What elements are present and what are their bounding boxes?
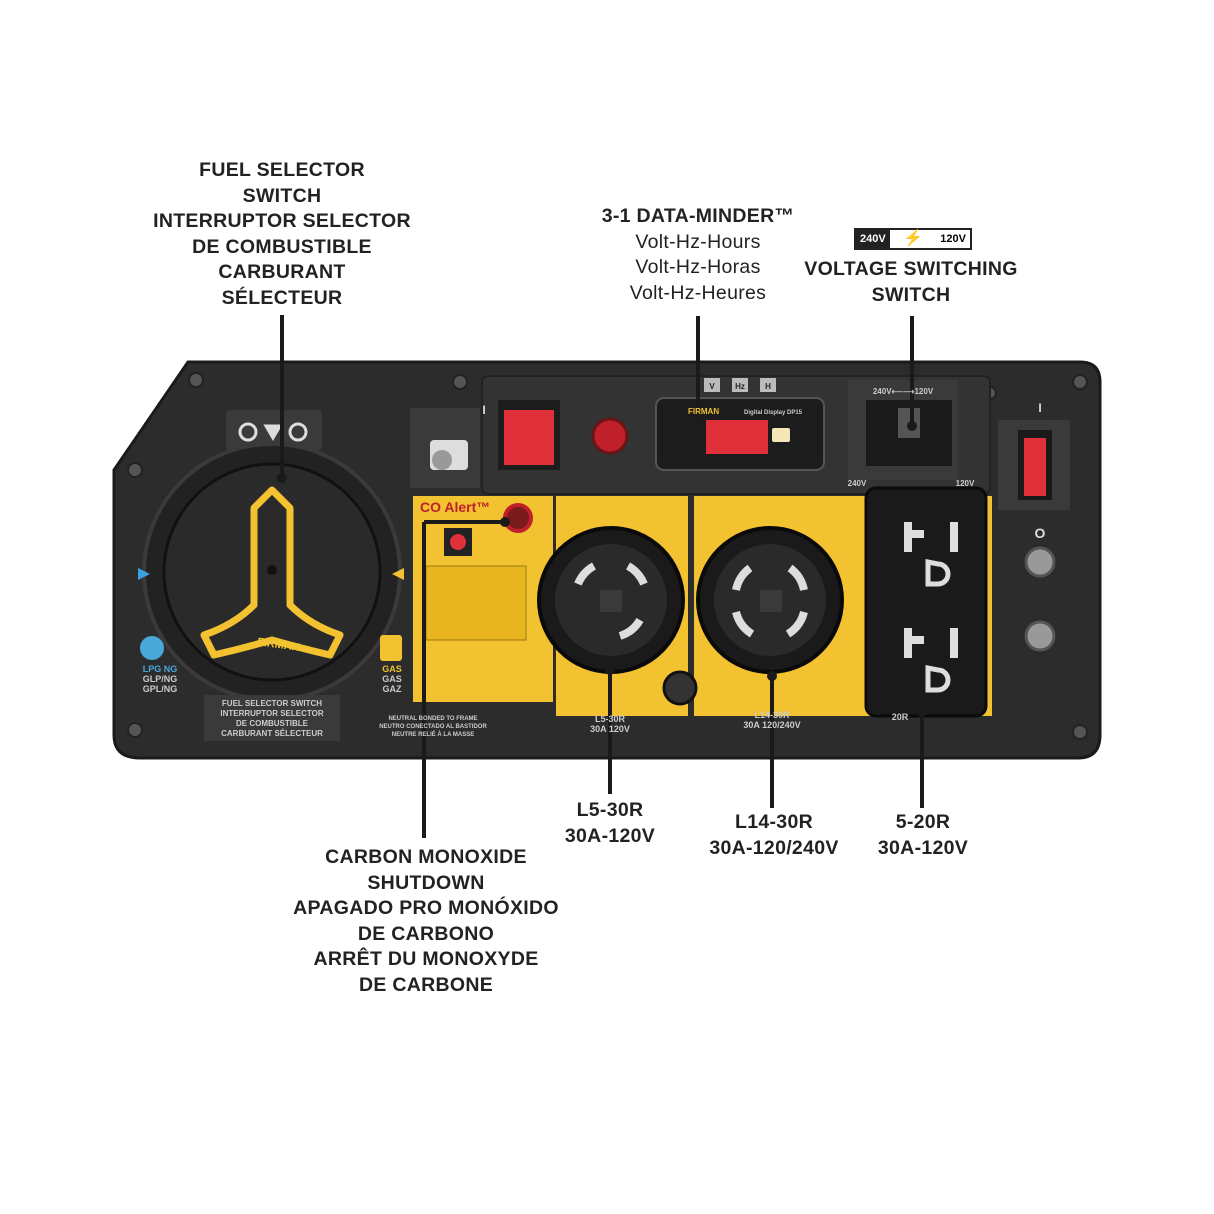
callout-line: VOLTAGE SWITCHING (804, 258, 1018, 280)
data-minder-callout: 3-1 DATA-MINDER™ Volt-Hz-Hours Volt-Hz-H… (578, 204, 818, 306)
callout-line: Volt-Hz-Heures (629, 281, 767, 304)
lpg-icon (140, 636, 164, 660)
l5-30r-slots (574, 562, 648, 640)
callout-line: ARRÊT DU MONOXYDE (313, 948, 539, 970)
callout-line: DE CARBONE (358, 973, 494, 996)
fuel-knob-pointer (200, 486, 344, 659)
main-switch-on-label: I (1038, 401, 1041, 415)
callout-line: CARBON MONOXIDE (325, 846, 527, 868)
start-on-label: I (482, 403, 485, 417)
callout-line: DE CARBONO (357, 922, 495, 945)
warning-light (591, 417, 629, 455)
5-20r-callout: 5-20R 30A-120V (858, 810, 988, 861)
callout-line: L14-30R (735, 811, 813, 833)
l14-30r-callout: L14-30R 30A-120/240V (692, 810, 856, 861)
callout-line: APAGADO PRO MONÓXIDO (293, 897, 559, 919)
data-minder-screen (706, 420, 768, 454)
main-switch-off-label: O (1035, 525, 1046, 541)
outlet-l14-label-2: 30A 120/240V (743, 720, 800, 730)
callout-line: Volt-Hz-Horas (635, 256, 761, 278)
display-key-v: V (709, 382, 715, 391)
display-keys (704, 378, 776, 392)
lpg-label: LPG NG (143, 664, 178, 674)
leader-lines (280, 315, 924, 838)
knob-brand: FIRMAN (256, 636, 300, 654)
voltage-badge-left: 240V (856, 230, 890, 248)
gas-sub-2: GAZ (383, 684, 403, 694)
callout-line: 30A-120V (564, 824, 656, 847)
callout-line: FUEL SELECTOR (199, 159, 365, 181)
display-mode-button[interactable] (772, 428, 790, 442)
left-arrow-icon (138, 568, 150, 580)
right-arrow-icon (392, 568, 404, 580)
gas-can-icon (380, 635, 402, 661)
voltage-badge: 240V ⚡ 120V (854, 228, 972, 250)
callout-line: DE COMBUSTIBLE (192, 235, 372, 258)
callout-line: SWITCH (871, 283, 951, 306)
voltage-switch-callout: VOLTAGE SWITCHING SWITCH (786, 257, 1036, 308)
l5-30r-callout: L5-30R 30A-120V (540, 798, 680, 849)
outlet-l5-label-2: 30A 120V (590, 724, 630, 734)
lpg-sub-1: GLP/NG (143, 674, 178, 684)
display-sub: Digital Display DP15 (744, 410, 803, 416)
neutral-text-2: NEUTRO CONECTADO AL BASTIDOR (379, 724, 487, 730)
main-power-switch[interactable] (1024, 438, 1046, 496)
co-alert-title: CO Alert™ (420, 499, 490, 515)
callout-line: INTERRUPTOR SELECTOR (153, 210, 411, 232)
outlet-520-label: 20R (892, 712, 909, 722)
reset-button-2[interactable] (1024, 620, 1056, 652)
gas-label: GAS (382, 664, 402, 674)
fuel-selector-plate (204, 695, 340, 741)
fuel-plate-line-4: CARBURANT SÉLECTEUR (221, 729, 323, 738)
callout-line: 5-20R (895, 811, 951, 833)
switch-left-label: 240V (848, 479, 867, 488)
co-alert-light (503, 503, 533, 533)
callout-line: CARBURANT (218, 261, 346, 283)
ground-bolt (662, 670, 698, 706)
callout-line: 30A-120/240V (709, 836, 839, 859)
callout-title: 3-1 DATA-MINDER™ (601, 205, 795, 227)
5-20r-slots (904, 522, 958, 658)
display-key-h: H (765, 382, 771, 391)
lightning-icon: ⚡ (903, 230, 923, 247)
lpg-sub-2: GPL/NG (143, 684, 178, 694)
fuel-selector-callout: FUEL SELECTOR SWITCH INTERRUPTOR SELECTO… (142, 158, 422, 311)
display-brand: FIRMAN (688, 407, 719, 416)
neutral-text-1: NEUTRAL BONDED TO FRAME (388, 716, 477, 722)
reset-button-1[interactable] (1024, 546, 1056, 578)
switch-right-label: 120V (956, 479, 975, 488)
callout-line: Volt-Hz-Hours (635, 230, 761, 253)
engine-icon (430, 440, 468, 470)
callout-line: SÉLECTEUR (221, 286, 343, 309)
co-shutdown-callout: CARBON MONOXIDE SHUTDOWN APAGADO PRO MON… (276, 845, 576, 998)
callout-line: SHUTDOWN (367, 871, 485, 894)
neutral-text-3: NEUTRE RELIÉ À LA MASSE (392, 730, 474, 738)
gas-sub-1: GAS (382, 674, 402, 684)
callout-line: L5-30R (576, 799, 644, 821)
outlet-l5-label-1: L5-30R (595, 714, 626, 724)
display-key-hz: Hz (735, 382, 745, 391)
leader-dots (277, 409, 927, 717)
fuel-icons (238, 422, 308, 442)
outlet-l14-label-1: L14-30R (754, 710, 790, 720)
callout-line: 30A-120V (877, 836, 969, 859)
fuel-plate-line-3: DE COMBUSTIBLE (236, 719, 309, 728)
start-switch[interactable] (504, 410, 554, 465)
co-alert-legend (425, 565, 527, 641)
l14-30r-slots (732, 564, 808, 638)
callout-line: SWITCH (242, 184, 322, 207)
fuel-plate-line-1: FUEL SELECTOR SWITCH (222, 699, 322, 708)
switch-plate-text: 240V⟵⟶120V (873, 387, 934, 396)
fuel-plate-line-2: INTERRUPTOR SELECTOR (220, 709, 323, 718)
voltage-badge-right: 120V (940, 233, 966, 245)
